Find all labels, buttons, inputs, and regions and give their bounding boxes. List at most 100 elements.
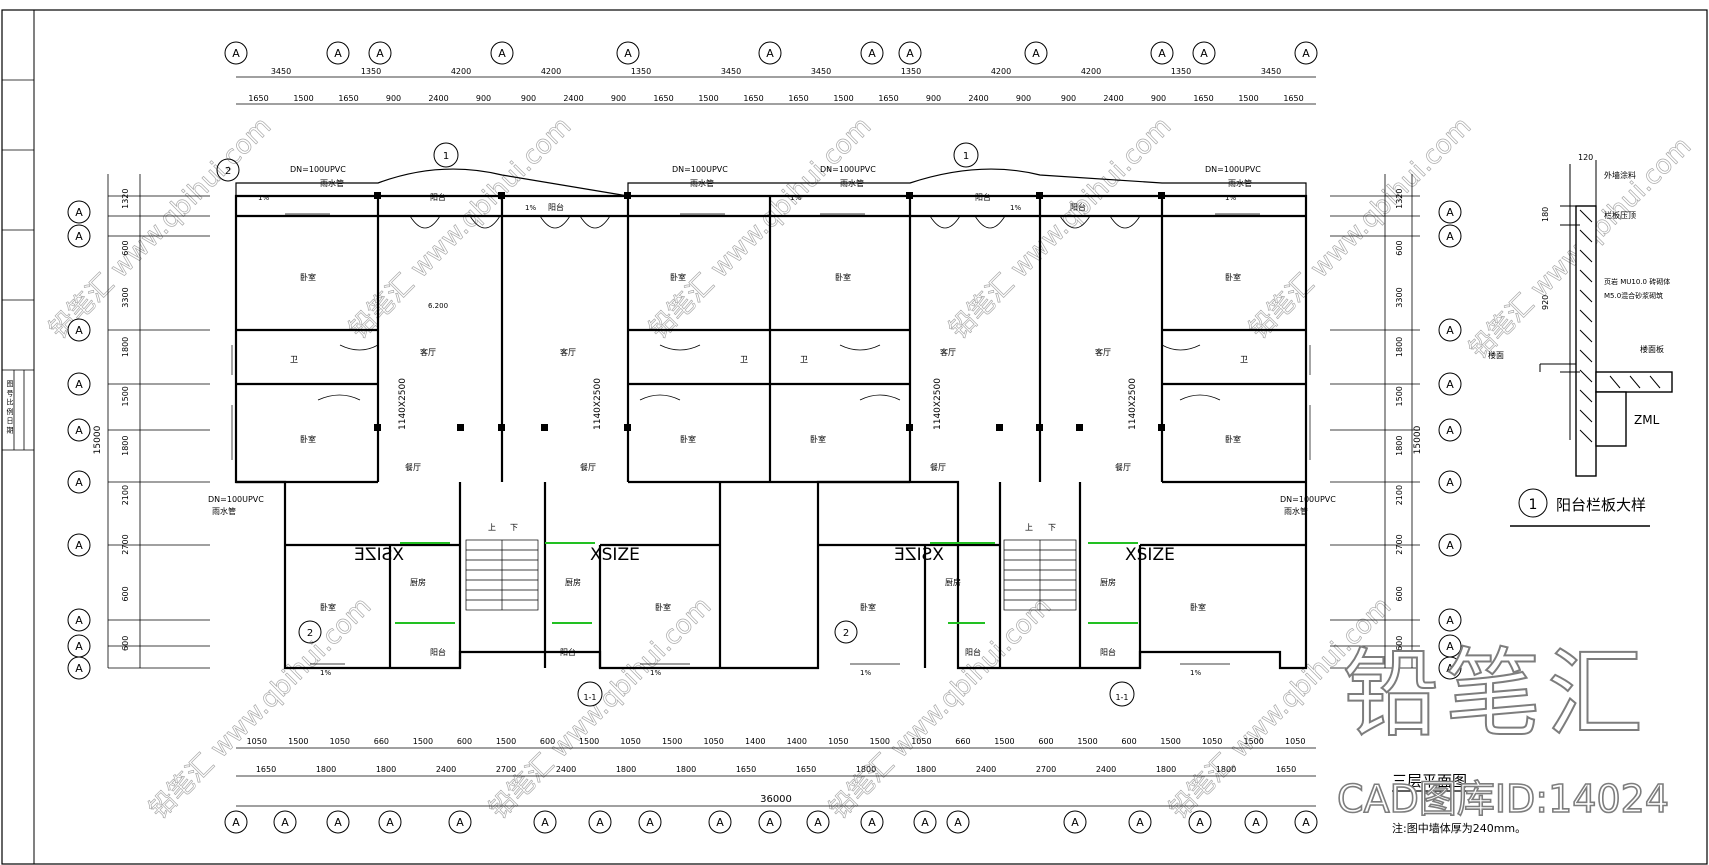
stair-tag: XSIZE bbox=[354, 545, 404, 565]
slope-note: 1% bbox=[1190, 669, 1201, 677]
dimension-label: 1050 bbox=[620, 737, 640, 746]
section-tag: 1-1 bbox=[583, 693, 596, 702]
dimension-label: 2700 bbox=[1036, 765, 1056, 774]
dimension-label: 1800 bbox=[916, 765, 936, 774]
dimension-label: 1800 bbox=[616, 765, 636, 774]
slope-note: 1% bbox=[1225, 194, 1236, 202]
title-block-lines bbox=[2, 79, 34, 451]
axis-bubble-label: A bbox=[232, 816, 240, 829]
axis-bubble bbox=[758, 810, 782, 834]
callout-2: 2 bbox=[225, 166, 231, 177]
dimension-label: 2100 bbox=[121, 485, 130, 505]
room-label-kitchen: 厨房 bbox=[410, 577, 426, 587]
room-label-balcony: 阳台 bbox=[1100, 647, 1116, 657]
stair-tag: XSIZE bbox=[894, 545, 944, 565]
dimension-label: 600 bbox=[121, 636, 130, 651]
axis-bubble-label: A bbox=[906, 47, 914, 60]
callout-1: 1 bbox=[963, 151, 969, 162]
axis-bubble bbox=[326, 41, 350, 65]
room-label-bedroom: 卧室 bbox=[300, 272, 316, 282]
watermark-diagonal: 铅笔汇 www.qbihui.com bbox=[824, 591, 1057, 824]
axis-bubble bbox=[1438, 200, 1462, 224]
axis-bubble-label: A bbox=[1158, 47, 1166, 60]
dimension-label: 2400 bbox=[436, 765, 456, 774]
detail-dim-920: 920 bbox=[1541, 295, 1550, 310]
room-label-balcony: 阳台 bbox=[548, 202, 564, 212]
door-swings bbox=[317, 215, 1221, 401]
dimension-label: 900 bbox=[1016, 94, 1031, 103]
dimension-label: 1650 bbox=[878, 94, 898, 103]
slope-note: 1% bbox=[860, 669, 871, 677]
axis-bubble bbox=[224, 41, 248, 65]
dimension-label: 900 bbox=[476, 94, 491, 103]
axis-bubble bbox=[1438, 418, 1462, 442]
axis-bubble bbox=[860, 41, 884, 65]
slope-notes: 1% 1% 1% 1% 1% 1% 1% 1% 1% bbox=[258, 194, 1236, 677]
axis-bubble-label: A bbox=[75, 230, 83, 243]
dimension-label: 600 bbox=[1038, 737, 1053, 746]
dimension-label: 2700 bbox=[121, 534, 130, 554]
axis-bubble-label: A bbox=[1446, 476, 1454, 489]
room-label-balcony: 阳台 bbox=[975, 192, 991, 202]
dimension-label: 1500 bbox=[1160, 737, 1180, 746]
axis-bubble-label: A bbox=[766, 816, 774, 829]
dimension-label: 1500 bbox=[662, 737, 682, 746]
axis-bubble-label: A bbox=[281, 816, 289, 829]
dimension-label: 1400 bbox=[787, 737, 807, 746]
axis-bubble bbox=[1063, 810, 1087, 834]
stair-right bbox=[1003, 539, 1077, 611]
dimension-label: 1650 bbox=[248, 94, 268, 103]
axis-bubble bbox=[1438, 656, 1462, 680]
dimension-label: 2400 bbox=[1096, 765, 1116, 774]
dimension-label: 1800 bbox=[316, 765, 336, 774]
dimension-label: 1320 bbox=[121, 189, 130, 209]
axis-bubble bbox=[616, 41, 640, 65]
right-total-dimension: 15000 bbox=[1413, 425, 1423, 454]
pipe-note-sub: 雨水管 bbox=[840, 178, 864, 188]
watermark-id: CAD图库ID:14024 bbox=[1336, 776, 1670, 822]
axis-bubble-label: A bbox=[716, 816, 724, 829]
axis-bubble-label: A bbox=[75, 614, 83, 627]
axis-bubble bbox=[1244, 810, 1268, 834]
callout-labels: 1 1 2 2 2 1-1 1-1 bbox=[225, 151, 1129, 702]
room-label-down: 下 bbox=[1048, 523, 1056, 532]
dimension-label: 1650 bbox=[788, 94, 808, 103]
dimension-label: 3300 bbox=[1395, 287, 1404, 307]
axis-bubble-label: A bbox=[75, 476, 83, 489]
room-label-bedroom: 卧室 bbox=[1225, 272, 1241, 282]
dimension-label: 1800 bbox=[1395, 436, 1404, 456]
room-label-bedroom: 卧室 bbox=[810, 434, 826, 444]
stair-tag: XSIZE bbox=[1125, 545, 1175, 565]
room-label-bedroom: 卧室 bbox=[320, 602, 336, 612]
room-label-kitchen: 厨房 bbox=[1100, 577, 1116, 587]
dimension-label: 1650 bbox=[796, 765, 816, 774]
dimension-label: 3450 bbox=[721, 67, 741, 76]
plan-note: 注:图中墙体厚为240mm。 bbox=[1392, 821, 1526, 835]
right-dimension-lines bbox=[1330, 174, 1420, 669]
room-label-up: 上 bbox=[1025, 523, 1033, 532]
dimension-label: 2400 bbox=[556, 765, 576, 774]
axis-bubble-label: A bbox=[1302, 816, 1310, 829]
window-tag: 1140X2500 bbox=[1128, 378, 1138, 430]
room-label-bath: 卫 bbox=[800, 355, 808, 364]
dimension-label: 3300 bbox=[121, 287, 130, 307]
dimension-label: 2400 bbox=[1103, 94, 1123, 103]
axis-bubble bbox=[1438, 372, 1462, 396]
axis-bubble bbox=[1192, 41, 1216, 65]
pipe-note-sub: 雨水管 bbox=[1228, 178, 1252, 188]
axis-bubble-label: A bbox=[75, 424, 83, 437]
axis-bubble bbox=[67, 608, 91, 632]
top-dimension-lines bbox=[236, 76, 1316, 105]
axis-bubble bbox=[758, 41, 782, 65]
dimension-label: 1500 bbox=[293, 94, 313, 103]
dimension-label: 1500 bbox=[1077, 737, 1097, 746]
axis-bubble bbox=[1150, 41, 1174, 65]
room-label-bedroom: 卧室 bbox=[860, 602, 876, 612]
slope-note: 1% bbox=[650, 669, 661, 677]
axis-bubble bbox=[224, 810, 248, 834]
dimension-label: 1500 bbox=[1244, 737, 1264, 746]
axis-bubble bbox=[1294, 41, 1318, 65]
detail-note-beam: ZML bbox=[1634, 413, 1660, 427]
